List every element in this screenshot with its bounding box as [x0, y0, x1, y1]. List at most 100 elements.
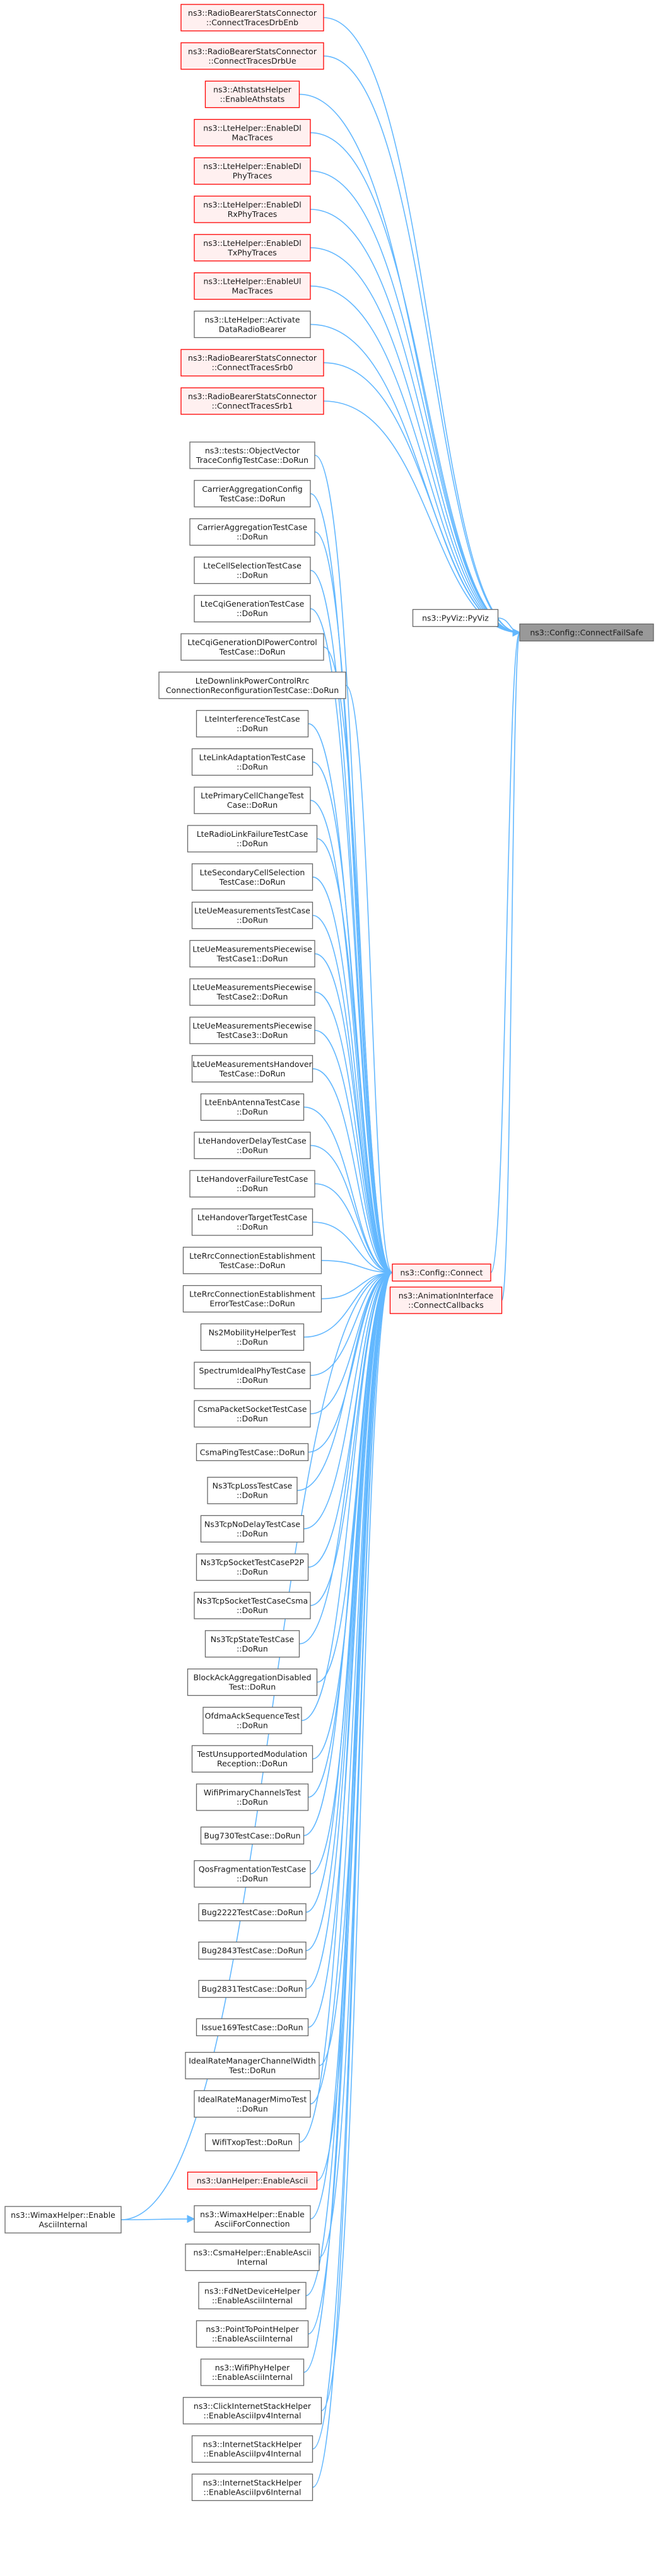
node-box[interactable]	[196, 1783, 309, 1811]
graph-node[interactable]: CsmaPingTestCase::DoRun	[196, 1443, 309, 1461]
graph-node[interactable]: LteHandoverTargetTestCase::DoRun	[191, 1208, 313, 1236]
node-box[interactable]	[194, 119, 311, 147]
node-box[interactable]	[519, 623, 654, 642]
graph-node[interactable]: ns3::WimaxHelper::EnableAsciiForConnecti…	[194, 2205, 311, 2233]
graph-node[interactable]: WifiPrimaryChannelsTest::DoRun	[196, 1783, 309, 1811]
node-box[interactable]	[194, 195, 311, 223]
node-box[interactable]	[182, 2397, 322, 2425]
node-box[interactable]	[191, 1208, 313, 1236]
node-box[interactable]	[189, 1170, 315, 1198]
graph-node[interactable]: CsmaPacketSocketTestCase::DoRun	[194, 1400, 311, 1428]
graph-node[interactable]: Bug730TestCase::DoRun	[200, 1826, 305, 1845]
node-box[interactable]	[194, 595, 311, 622]
graph-node[interactable]: ns3::RadioBearerStatsConnector::ConnectT…	[180, 42, 324, 70]
node-box[interactable]	[194, 1131, 311, 1160]
graph-node[interactable]: Ns3TcpSocketTestCaseP2P::DoRun	[196, 1553, 309, 1581]
node-box[interactable]	[194, 1860, 311, 1888]
graph-node[interactable]: LteRrcConnectionEstablishmentTestCase::D…	[182, 1247, 322, 1274]
graph-node[interactable]: Ns2MobilityHelperTest::DoRun	[200, 1323, 305, 1351]
node-box[interactable]	[194, 157, 311, 185]
graph-node[interactable]: LteEnbAntennaTestCase::DoRun	[200, 1093, 305, 1121]
graph-node[interactable]: LteInterferenceTestCase::DoRun	[196, 709, 309, 738]
node-box[interactable]	[191, 748, 313, 776]
node-box[interactable]	[412, 609, 499, 627]
graph-node[interactable]: ns3::InternetStackHelper::EnableAsciiIpv…	[191, 2473, 313, 2502]
node-box[interactable]	[196, 2320, 309, 2348]
node-box[interactable]	[194, 556, 311, 585]
graph-node[interactable]: Bug2222TestCase::DoRun	[198, 1903, 307, 1921]
node-box[interactable]	[200, 1515, 305, 1543]
node-box[interactable]	[194, 2205, 311, 2233]
node-box[interactable]	[194, 2090, 311, 2118]
graph-node[interactable]: ns3::AthstatsHelper::EnableAthstats	[204, 80, 300, 108]
graph-node[interactable]: ns3::RadioBearerStatsConnector::ConnectT…	[180, 387, 324, 415]
node-box[interactable]	[182, 1247, 322, 1274]
node-box[interactable]	[196, 2018, 309, 2036]
graph-node[interactable]: ns3::InternetStackHelper::EnableAsciiIpv…	[191, 2435, 313, 2463]
graph-node[interactable]: ns3::tests::ObjectVectorTraceConfigTestC…	[189, 441, 315, 469]
node-box[interactable]	[182, 1285, 322, 1313]
node-box[interactable]	[194, 272, 311, 300]
graph-node[interactable]: QosFragmentationTestCase::DoRun	[194, 1860, 311, 1888]
node-box[interactable]	[204, 1630, 300, 1658]
graph-node[interactable]: LteCqiGenerationTestCase::DoRun	[194, 595, 311, 622]
node-box[interactable]	[180, 349, 324, 376]
graph-node[interactable]: LteHandoverDelayTestCase::DoRun	[194, 1131, 311, 1160]
node-box[interactable]	[194, 480, 311, 508]
node-box[interactable]	[389, 1286, 503, 1314]
node-box[interactable]	[194, 234, 311, 262]
node-box[interactable]	[191, 901, 313, 930]
graph-node[interactable]: LteUeMeasurementsPiecewiseTestCase3::DoR…	[189, 1017, 315, 1044]
graph-node[interactable]: Ns3TcpStateTestCase::DoRun	[204, 1630, 300, 1658]
node-box[interactable]	[200, 2358, 305, 2386]
graph-node[interactable]: OfdmaAckSequenceTest::DoRun	[202, 1706, 302, 1735]
graph-node[interactable]: ns3::WifiPhyHelper::EnableAsciiInternal	[200, 2358, 305, 2386]
graph-node[interactable]: LteRrcConnectionEstablishmentErrorTestCa…	[182, 1285, 322, 1313]
node-box[interactable]	[180, 387, 324, 415]
graph-node[interactable]: ns3::RadioBearerStatsConnector::ConnectT…	[180, 4, 324, 32]
node-box[interactable]	[200, 1093, 305, 1121]
graph-node[interactable]: ns3::CsmaHelper::EnableAsciiInternal	[185, 2243, 320, 2271]
node-box[interactable]	[189, 940, 315, 968]
graph-node[interactable]: WifiTxopTest::DoRun	[204, 2133, 300, 2152]
node-box[interactable]	[198, 1979, 307, 1998]
node-box[interactable]	[207, 1476, 298, 1505]
node-box[interactable]	[189, 1017, 315, 1044]
node-box[interactable]	[200, 1323, 305, 1351]
graph-node[interactable]: CarrierAggregationTestCase::DoRun	[189, 518, 315, 546]
node-box[interactable]	[191, 2473, 313, 2502]
node-box[interactable]	[191, 1745, 313, 1773]
graph-node[interactable]: Ns3TcpLossTestCase::DoRun	[207, 1476, 298, 1505]
node-box[interactable]	[187, 825, 318, 853]
node-box[interactable]	[194, 310, 311, 339]
node-box[interactable]	[194, 1361, 311, 1389]
graph-node[interactable]: LteRadioLinkFailureTestCase::DoRun	[187, 825, 318, 853]
node-box[interactable]	[196, 1553, 309, 1581]
graph-node[interactable]: LteHandoverFailureTestCase::DoRun	[189, 1170, 315, 1198]
graph-node[interactable]: LteCqiGenerationDlPowerControlTestCase::…	[180, 633, 324, 661]
graph-node[interactable]: ns3::ClickInternetStackHelper::EnableAsc…	[182, 2397, 322, 2425]
node-box[interactable]	[187, 2171, 318, 2190]
node-box[interactable]	[202, 1706, 302, 1735]
graph-node[interactable]: Ns3TcpSocketTestCaseCsma::DoRun	[194, 1592, 311, 1619]
node-box[interactable]	[191, 2435, 313, 2463]
graph-node[interactable]: TestUnsupportedModulationReception::DoRu…	[191, 1745, 313, 1773]
graph-node[interactable]: LteLinkAdaptationTestCase::DoRun	[191, 748, 313, 776]
node-box[interactable]	[198, 1903, 307, 1921]
graph-node[interactable]: ns3::RadioBearerStatsConnector::ConnectT…	[180, 349, 324, 376]
graph-node[interactable]: Bug2843TestCase::DoRun	[198, 1942, 307, 1960]
node-box[interactable]	[189, 518, 315, 546]
node-box[interactable]	[196, 1443, 309, 1461]
node-box[interactable]	[191, 863, 313, 891]
graph-node[interactable]: LteCellSelectionTestCase::DoRun	[194, 556, 311, 585]
node-box[interactable]	[198, 2282, 307, 2310]
node-box[interactable]	[185, 2243, 320, 2271]
